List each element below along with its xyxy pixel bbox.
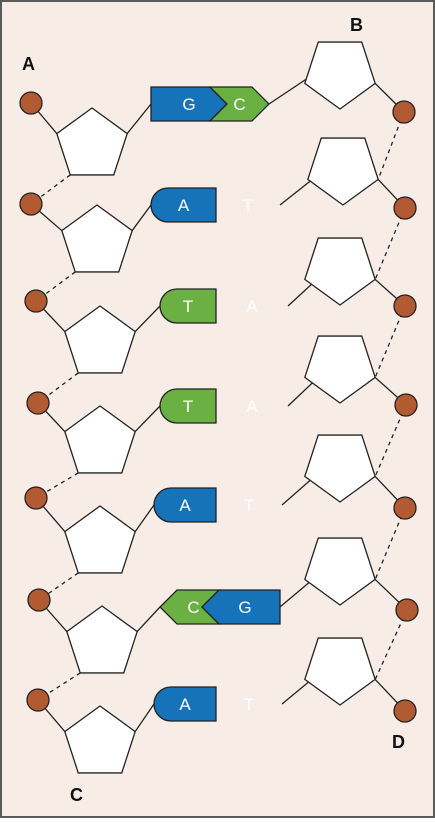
- sugar-pentagon: [304, 41, 376, 110]
- base-right-label: C: [233, 95, 245, 114]
- phosphodiester-bond: [374, 207, 406, 280]
- label-d: D: [392, 732, 405, 752]
- base-left-label: T: [183, 397, 193, 416]
- phosphate-circle: [27, 588, 51, 612]
- base-right-label: T: [244, 496, 254, 515]
- base-left-label: C: [187, 598, 199, 617]
- sugar-pentagon: [64, 305, 136, 374]
- phosphodiester-bond: [374, 404, 407, 477]
- base-right: [208, 86, 270, 122]
- base-left-label: T: [183, 297, 193, 316]
- glycosidic-bond: [134, 703, 155, 732]
- label-b: B: [350, 15, 363, 35]
- sugar-pentagon: [64, 405, 136, 474]
- base-left-label: A: [179, 496, 191, 515]
- sugar-pentagon: [64, 505, 136, 574]
- sugar-pentagon: [304, 237, 376, 306]
- phosphodiester-bond: [374, 305, 406, 378]
- phosphate-circle: [24, 486, 48, 510]
- base-left: [153, 686, 217, 722]
- phosphate-circle: [394, 393, 418, 417]
- phosphate-circle: [393, 496, 417, 520]
- base-right-label: A: [246, 397, 258, 416]
- base-left-label: A: [179, 695, 191, 714]
- glycosidic-bond: [131, 204, 152, 231]
- base-right-label: G: [238, 598, 251, 617]
- sugar-pentagon: [304, 434, 376, 503]
- phosphate-circle: [24, 289, 48, 313]
- base-left: [153, 487, 217, 523]
- label-a: A: [22, 54, 35, 74]
- phosphate-circle: [19, 91, 43, 115]
- base-left: [159, 288, 217, 324]
- base-right: [201, 589, 281, 625]
- backbone-layer: [19, 41, 419, 774]
- label-c: C: [70, 785, 83, 805]
- base-left: [159, 388, 217, 424]
- phosphodiester-bond: [374, 507, 406, 580]
- base-right-label: T: [244, 695, 254, 714]
- phosphate-circle: [19, 192, 43, 216]
- glycosidic-bond: [126, 103, 152, 134]
- base-left: [150, 187, 217, 223]
- sugar-pentagon: [304, 335, 376, 404]
- phosphate-circle: [393, 699, 417, 723]
- phosphate-circle: [26, 391, 50, 415]
- sugar-pentagon: [64, 705, 136, 774]
- sugar-pentagon: [304, 637, 376, 706]
- glycosidic-bond: [134, 305, 161, 333]
- glycosidic-bond: [136, 606, 161, 633]
- phosphate-circle: [393, 196, 417, 220]
- sugar-pentagon: [304, 537, 376, 606]
- glycosidic-bond: [134, 504, 155, 532]
- base-left-label: G: [182, 95, 195, 114]
- phosphate-circle: [26, 688, 50, 712]
- sugar-pentagon: [56, 107, 128, 176]
- base-right-label: A: [246, 297, 258, 316]
- phosphate-circle: [395, 598, 419, 622]
- sugar-pentagon: [61, 204, 133, 273]
- sugar-pentagon: [307, 137, 379, 206]
- phosphate-circle: [393, 294, 417, 318]
- sugar-pentagon: [66, 605, 138, 674]
- base-left-label: A: [178, 196, 190, 215]
- glycosidic-bond: [134, 405, 161, 433]
- phosphate-circle: [392, 100, 416, 124]
- base-right-label: T: [243, 196, 253, 215]
